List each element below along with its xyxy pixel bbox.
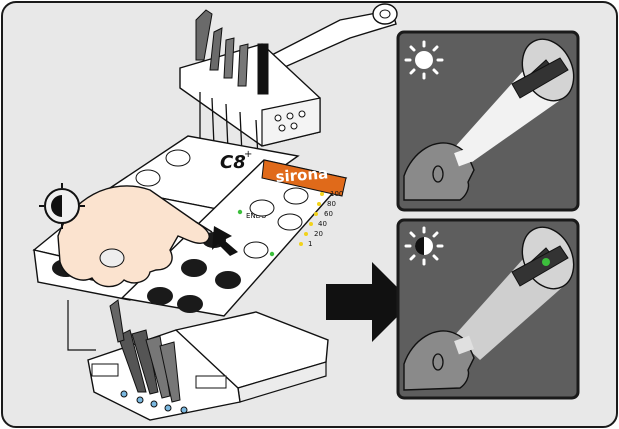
- led-indicator: [314, 212, 318, 216]
- key-button[interactable]: [181, 259, 207, 277]
- press-arrow-icon: [212, 226, 238, 256]
- led-indicator: [320, 192, 324, 196]
- key-button[interactable]: [249, 199, 275, 217]
- percent-40: 40: [318, 220, 327, 228]
- percent-80: 80: [327, 200, 336, 208]
- key-button[interactable]: [177, 295, 203, 313]
- key-button[interactable]: [215, 271, 241, 289]
- endo-label: ENDO: [246, 212, 267, 220]
- sirona-keypad: sirona 100 80 60 40 20 1 ENDO: [120, 159, 348, 317]
- led-indicator: [309, 222, 313, 226]
- key-button[interactable]: [147, 287, 173, 305]
- percent-20: 20: [314, 230, 323, 238]
- percent-1: 1: [308, 240, 312, 248]
- led-indicator: [299, 242, 303, 246]
- chair-icon: [135, 169, 161, 187]
- key-button[interactable]: [283, 187, 309, 205]
- led-indicator: [269, 251, 275, 257]
- model-superscript: +: [244, 149, 252, 160]
- brightness-toggle-icon: [39, 183, 85, 229]
- percent-60: 60: [324, 210, 333, 218]
- led-indicator: [237, 209, 243, 215]
- half-sun-icon: [404, 226, 444, 266]
- sun-icon: [404, 40, 444, 80]
- percent-100: 100: [330, 190, 343, 198]
- key-button[interactable]: [277, 213, 303, 231]
- led-indicator: [304, 232, 308, 236]
- instrument-tray-bottom: [67, 299, 329, 421]
- chair-icon: [165, 149, 191, 167]
- panel-reduced-light: [396, 218, 580, 400]
- right-arrow-icon: [326, 262, 412, 342]
- led-indicator: [317, 202, 321, 206]
- key-button[interactable]: [243, 241, 269, 259]
- brand-label: sirona: [275, 164, 329, 186]
- panel-full-light: [396, 30, 580, 212]
- instrument-holder-top: [179, 3, 398, 159]
- model-label: C8: [220, 152, 246, 173]
- pointing-hand: [57, 185, 213, 288]
